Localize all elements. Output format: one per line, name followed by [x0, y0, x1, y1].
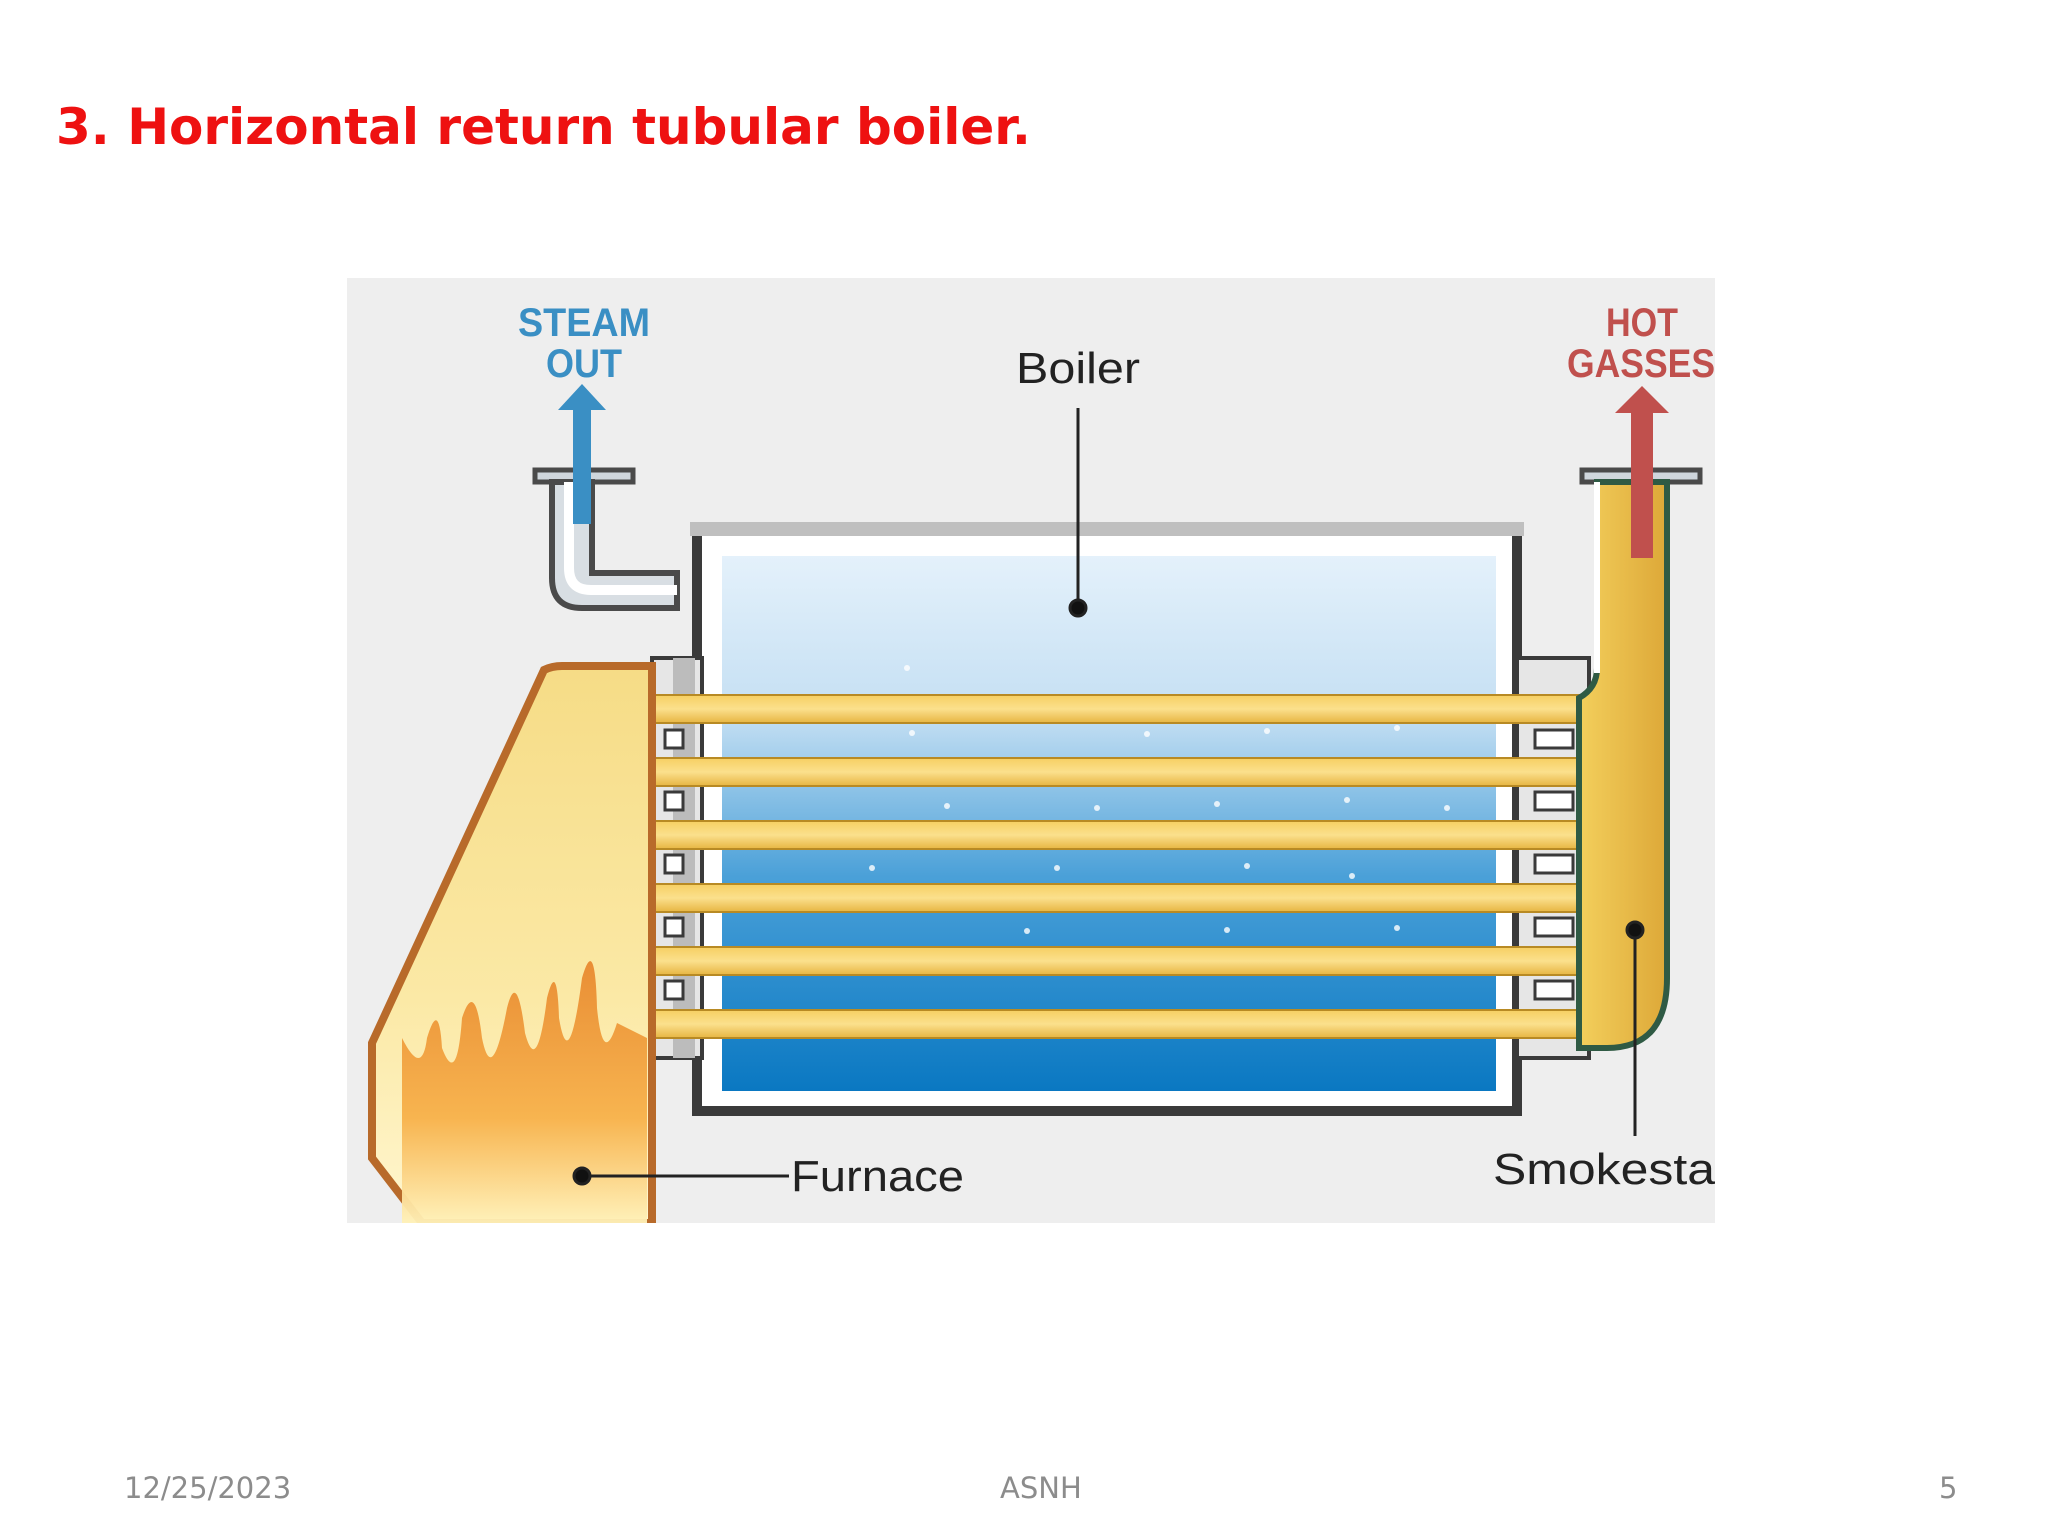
furnace-label: Furnace — [791, 1152, 964, 1201]
fire-tube — [651, 757, 1593, 787]
hot-gasses-arrow-icon — [1615, 386, 1669, 558]
fire-tube — [651, 1009, 1593, 1039]
fire-tube — [651, 694, 1593, 724]
steam-out-label-line1: STEAM — [518, 301, 650, 345]
fire-tube — [651, 946, 1593, 976]
boiler-label: Boiler — [1016, 344, 1140, 393]
fire-tubes — [651, 694, 1593, 1039]
fire-tube — [651, 883, 1593, 913]
slide-title: 3. Horizontal return tubular boiler. — [56, 98, 1031, 156]
steam-out-arrow-icon — [558, 384, 606, 524]
smokestack-label: Smokesta — [1493, 1145, 1715, 1194]
page-number: 5 — [1939, 1471, 1958, 1505]
furnace — [368, 662, 656, 1223]
label-leaders — [572, 408, 1645, 1186]
smokestack — [1576, 467, 1703, 1051]
hot-gasses-label-line2: GASSES — [1567, 342, 1715, 386]
water-bubbles — [869, 665, 1450, 934]
footer-date: 12/25/2023 — [124, 1471, 292, 1505]
hot-gasses-label-line1: HOT — [1606, 301, 1678, 345]
footer-center-text: ASNH — [1000, 1471, 1082, 1505]
tube-end-markers — [663, 728, 1575, 1001]
flame-icon — [402, 961, 647, 1223]
fire-tube — [651, 820, 1593, 850]
boiler-diagram: STEAM OUT HOT GASSES Boiler Furnace Smok… — [347, 278, 1715, 1223]
steam-out-label-line2: OUT — [546, 342, 622, 386]
